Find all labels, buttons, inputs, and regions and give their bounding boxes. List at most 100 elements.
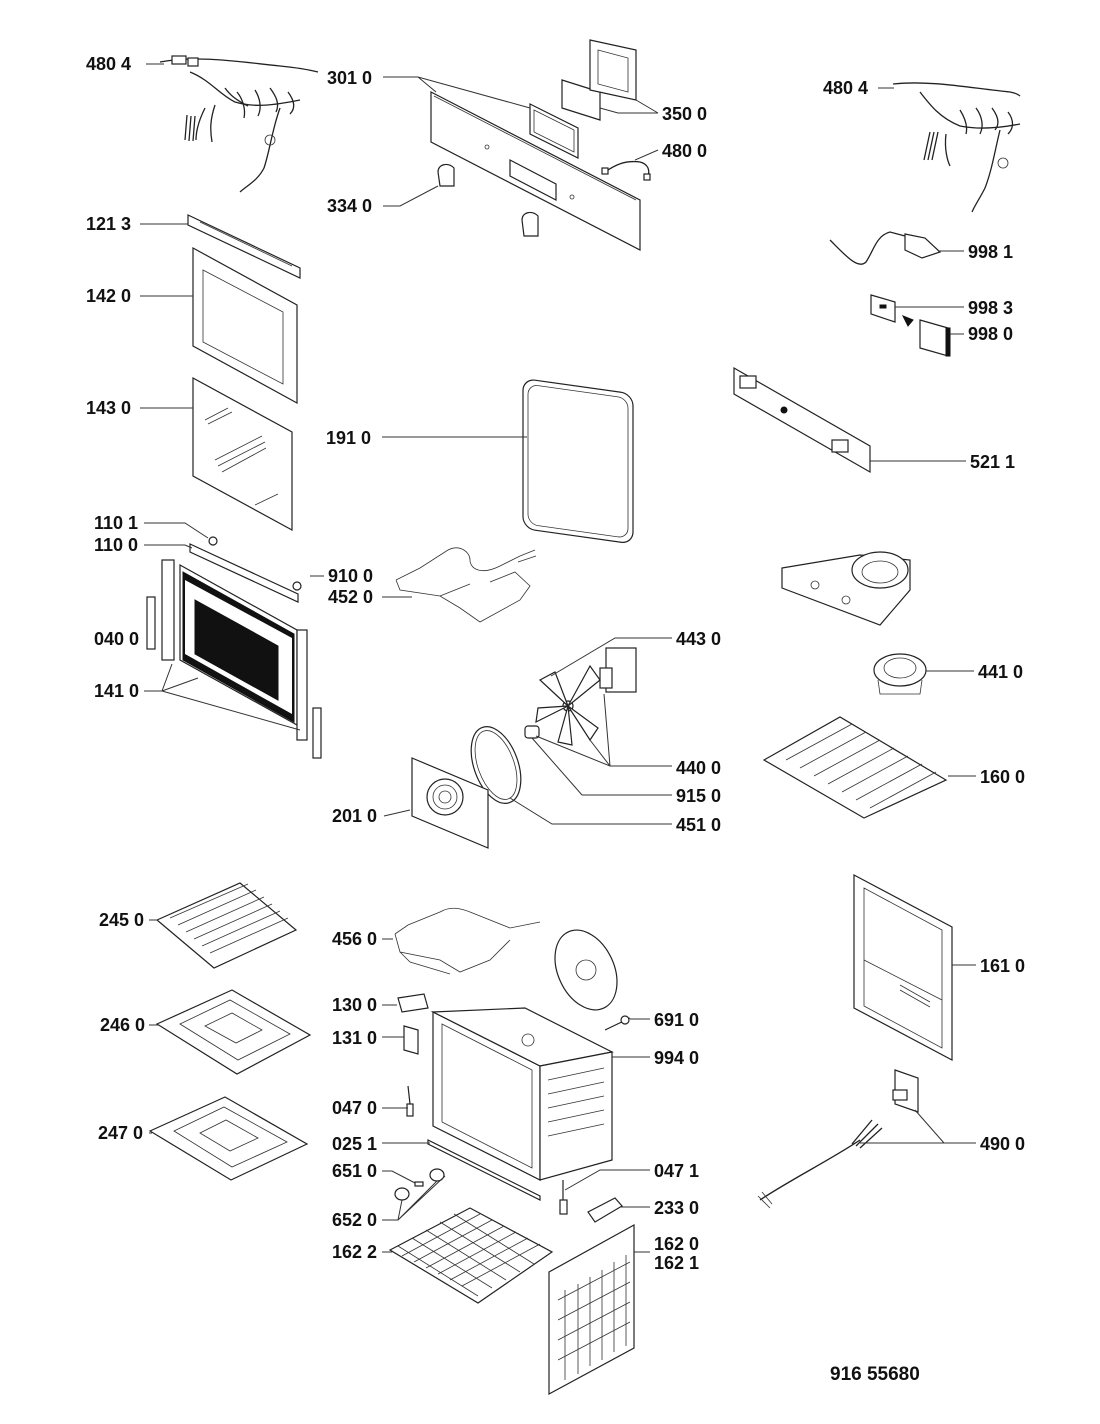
label-350-0: 350 0 <box>662 104 707 124</box>
label-110-0: 110 0 <box>94 535 138 555</box>
fan-cover <box>411 757 489 849</box>
leader-490-0 <box>860 1109 976 1144</box>
leader-334-0 <box>383 185 439 207</box>
door-top-profile <box>187 214 301 279</box>
label-143-0: 143 0 <box>86 398 131 418</box>
leader-652-0 <box>382 1175 446 1221</box>
display-frame <box>529 103 579 159</box>
label-691-0: 691 0 <box>654 1010 699 1030</box>
cooling-fan-housing <box>781 551 911 626</box>
leader-915-0 <box>531 737 672 796</box>
inner-glass-frame <box>192 246 298 405</box>
leader-350-0 <box>599 99 659 114</box>
label-040-0: 040 0 <box>94 629 139 649</box>
label-440-0: 440 0 <box>676 758 721 778</box>
oven-cavity <box>430 1007 614 1181</box>
label-233-0: 233 0 <box>654 1198 699 1218</box>
label-998-3: 998 3 <box>968 298 1013 318</box>
hinge-icon <box>146 596 322 759</box>
top-element <box>394 907 541 975</box>
spit-691 <box>604 1015 631 1031</box>
leader-201-0 <box>383 809 411 817</box>
leader-110-0 <box>144 544 193 549</box>
electronic-module-frame <box>561 39 637 121</box>
label-480-4-right: 480 4 <box>823 78 868 98</box>
control-panel <box>430 91 641 251</box>
label-162-1: 162 1 <box>654 1253 699 1273</box>
bracket-233 <box>587 1197 623 1223</box>
circular-element <box>470 726 522 804</box>
grill-rack <box>155 882 298 969</box>
leader-301-0 <box>383 76 531 109</box>
label-130-0: 130 0 <box>332 995 377 1015</box>
label-047-0: 047 0 <box>332 1098 377 1118</box>
label-443-0: 443 0 <box>676 629 721 649</box>
door-lock <box>397 993 429 1013</box>
leader-451-0 <box>509 797 672 825</box>
label-441-0: 441 0 <box>978 662 1023 682</box>
label-142-0: 142 0 <box>86 286 131 306</box>
label-162-2: 162 2 <box>332 1242 377 1262</box>
leader-443-0 <box>550 637 672 677</box>
label-246-0: 246 0 <box>100 1015 145 1035</box>
leader-651-0 <box>382 1170 416 1184</box>
handle-assembly <box>189 536 302 603</box>
fan-blade <box>535 664 601 746</box>
leader-440-0 <box>535 693 672 767</box>
label-025-1: 025 1 <box>332 1134 377 1154</box>
leader-141-0 <box>144 663 301 731</box>
label-201-0: 201 0 <box>332 806 377 826</box>
control-board <box>733 366 871 474</box>
label-910-0: 910 0 <box>328 566 373 586</box>
door-gasket <box>522 379 634 543</box>
label-451-0: 451 0 <box>676 815 721 835</box>
label-480-0: 480 0 <box>662 141 707 161</box>
document-number: 916 55680 <box>830 1364 920 1385</box>
rear-wall <box>853 874 953 1061</box>
label-334-0: 334 0 <box>327 196 372 216</box>
label-160-0: 160 0 <box>980 767 1025 787</box>
wiring-harness-left <box>159 55 319 193</box>
label-915-0: 915 0 <box>676 786 721 806</box>
manual-998-0 <box>901 315 951 357</box>
label-994-0: 994 0 <box>654 1048 699 1068</box>
label-131-0: 131 0 <box>332 1028 377 1048</box>
label-247-0: 247 0 <box>98 1123 143 1143</box>
label-121-3: 121 3 <box>86 214 131 234</box>
outer-door <box>161 559 308 741</box>
cable-998-1 <box>829 231 942 265</box>
bottom-grid <box>388 1207 554 1304</box>
label-162-0: 162 0 <box>654 1234 699 1254</box>
side-grid <box>548 1223 635 1396</box>
lock-cover <box>403 1025 419 1055</box>
sensor-047-0 <box>406 1085 414 1117</box>
knob-icon <box>437 163 539 237</box>
middle-glass <box>192 376 293 532</box>
fan-backplate <box>554 929 618 1011</box>
label-456-0: 456 0 <box>332 929 377 949</box>
label-110-1: 110 1 <box>94 513 138 533</box>
label-245-0: 245 0 <box>99 910 144 930</box>
leader-480-0 <box>634 149 659 161</box>
label-998-1: 998 1 <box>968 242 1013 262</box>
label-sticker-998-3 <box>870 294 896 323</box>
leader-110-1 <box>144 522 209 539</box>
label-480-4-left: 480 4 <box>86 54 131 74</box>
label-141-0: 141 0 <box>94 681 139 701</box>
leader-047-1 <box>564 1169 650 1191</box>
label-651-0: 651 0 <box>332 1161 377 1181</box>
wire-shelf <box>762 716 948 819</box>
label-301-0: 301 0 <box>327 68 372 88</box>
label-521-1: 521 1 <box>970 452 1015 472</box>
label-047-1: 047 1 <box>654 1161 699 1181</box>
terminal-block <box>757 1069 919 1209</box>
label-652-0: 652 0 <box>332 1210 377 1230</box>
label-998-0: 998 0 <box>968 324 1013 344</box>
label-191-0: 191 0 <box>326 428 371 448</box>
cable-480-0 <box>601 160 651 181</box>
sensor-047-1 <box>559 1180 568 1215</box>
cooling-fan <box>873 653 927 695</box>
label-490-0: 490 0 <box>980 1134 1025 1154</box>
grill-element <box>395 547 537 623</box>
